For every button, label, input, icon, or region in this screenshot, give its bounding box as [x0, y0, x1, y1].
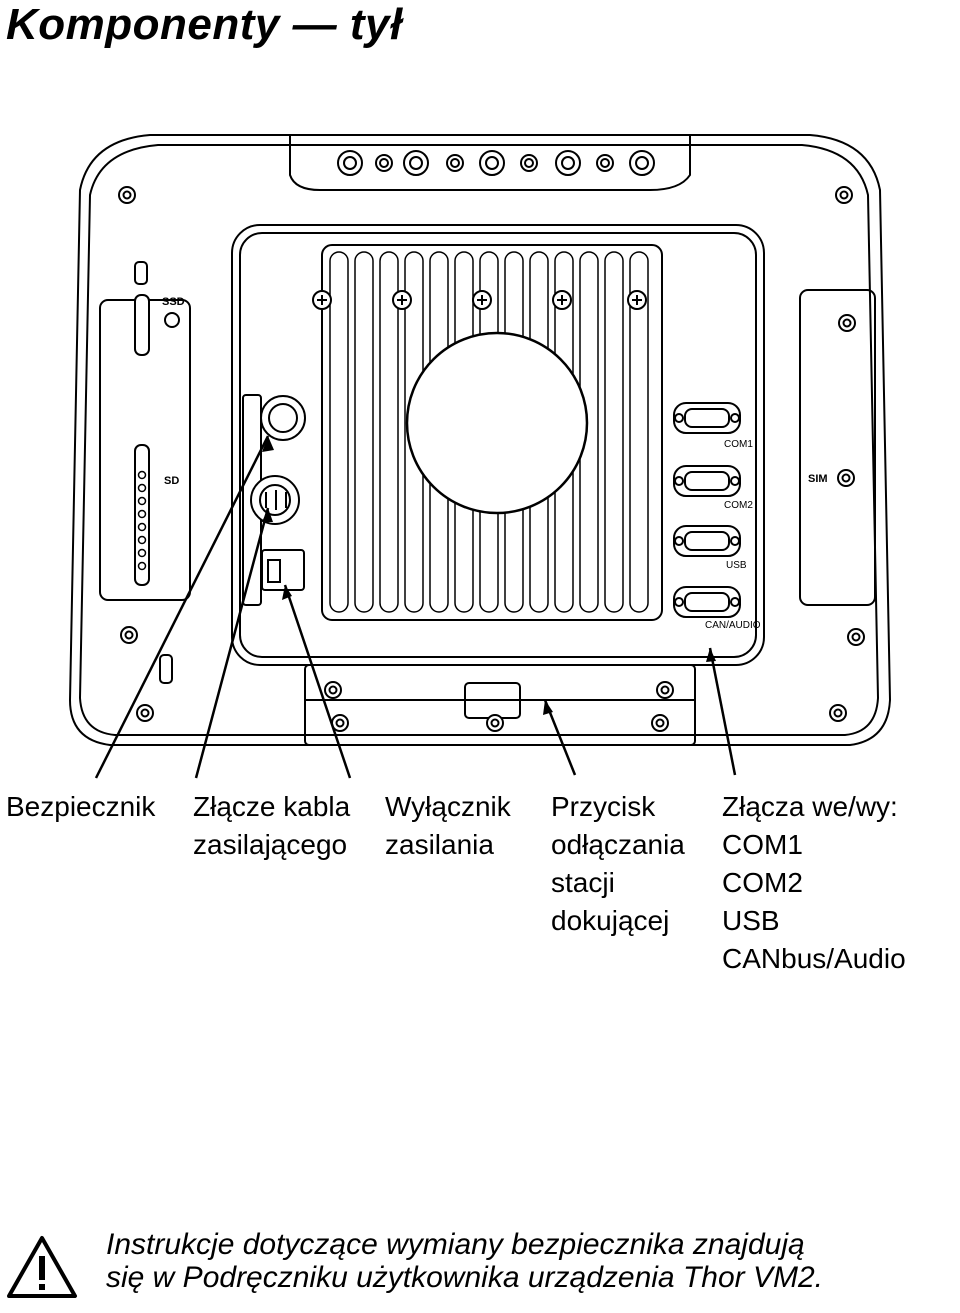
- can-audio-port-label: CAN/AUDIO: [705, 620, 761, 631]
- outer-housing: [68, 134, 892, 746]
- indicator-dot: [137, 522, 147, 532]
- indicator-dot: [137, 509, 147, 519]
- top-screw-inner: [343, 156, 357, 170]
- top-screw-inner: [635, 156, 649, 170]
- com2-port-label: COM2: [724, 500, 753, 511]
- sd-label: SD: [164, 475, 179, 487]
- indicator-dot: [137, 535, 147, 545]
- warning-note-line2: się w Podręczniku użytkownika urządzenia…: [106, 1261, 823, 1294]
- top-screw-inner: [379, 158, 389, 168]
- heatsink-fin: [329, 251, 349, 613]
- indicator-dot: [137, 496, 147, 506]
- top-screw-inner: [450, 158, 460, 168]
- warning-note: Instrukcje dotyczące wymiany bezpiecznik…: [106, 1228, 823, 1294]
- indicator-dot: [137, 470, 147, 480]
- warning-note-line1: Instrukcje dotyczące wymiany bezpiecznik…: [106, 1228, 805, 1261]
- power-cable-callout: Złącze kabla zasilającego: [193, 788, 350, 864]
- io-ports-label-usb: USB: [722, 905, 780, 936]
- fuse-callout-line: [94, 435, 270, 779]
- top-screw-inner: [409, 156, 423, 170]
- device-rear-diagram: SSD SD SIM COM1 COM2 USB CAN/AUDIO: [68, 134, 892, 779]
- heatsink-fin: [379, 251, 399, 613]
- dock-release-label-line3: stacji: [551, 867, 615, 898]
- indicator-dot: [137, 548, 147, 558]
- power-switch-label-line2: zasilania: [385, 829, 494, 860]
- io-ports-callout: Złącza we/wy: COM1 COM2 USB CANbus/Audio: [722, 788, 906, 978]
- io-ports-label-com1: COM1: [722, 829, 803, 860]
- power-cable-callout-line: [194, 507, 270, 779]
- fuse-label: Bezpiecznik: [6, 791, 156, 822]
- power-switch-callout-line: [283, 584, 352, 779]
- heatsink-fin: [629, 251, 649, 613]
- ssd-label: SSD: [162, 296, 185, 308]
- fuse-callout: Bezpiecznik: [6, 788, 155, 826]
- io-ports-callout-line: [708, 647, 737, 776]
- usb-port-label: USB: [726, 560, 747, 571]
- right-side-panel: [799, 289, 876, 606]
- mount-circle: [405, 331, 589, 515]
- dock-release-label-line2: odłączania: [551, 829, 685, 860]
- power-switch-callout: Wyłącznik zasilania: [385, 788, 511, 864]
- top-screw-inner: [524, 158, 534, 168]
- dock-release-label-line4: dokującej: [551, 905, 670, 936]
- page-title: Komponenty — tył: [6, 0, 403, 49]
- com1-port-label: COM1: [724, 439, 753, 450]
- power-cable-label-line1: Złącze kabla: [193, 791, 351, 822]
- indicator-dot: [137, 561, 147, 571]
- heatsink-fin: [354, 251, 374, 613]
- power-cable-label-line2: zasilającego: [193, 829, 348, 860]
- io-ports-label-canbus: CANbus/Audio: [722, 943, 906, 974]
- dock-release-callout: Przycisk odłączania stacji dokującej: [551, 788, 685, 940]
- dock-release-label-line1: Przycisk: [551, 791, 656, 822]
- top-screw-inner: [561, 156, 575, 170]
- io-ports-label-com2: COM2: [722, 867, 803, 898]
- indicator-dot: [137, 483, 147, 493]
- top-screw-inner: [600, 158, 610, 168]
- dock-bracket: [304, 664, 696, 746]
- io-ports-label-heading: Złącza we/wy:: [722, 791, 898, 822]
- heatsink: [321, 244, 663, 621]
- warning-icon: [7, 1236, 77, 1298]
- heatsink-fin: [604, 251, 624, 613]
- sim-label: SIM: [808, 473, 828, 485]
- top-screw-inner: [485, 156, 499, 170]
- power-switch-label-line1: Wyłącznik: [385, 791, 511, 822]
